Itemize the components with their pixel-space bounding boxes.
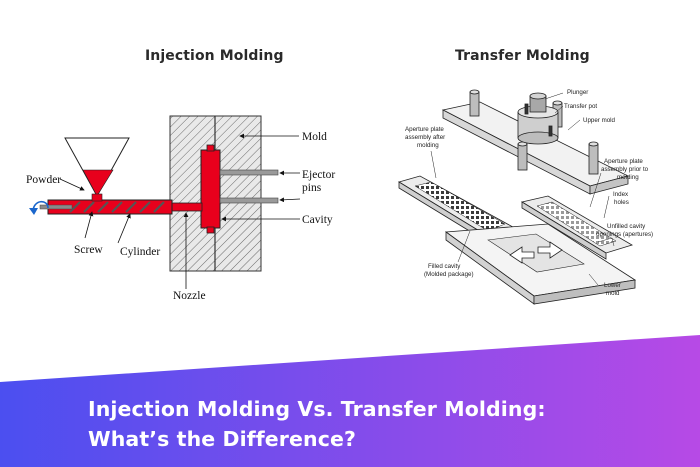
aperture-prior-label-1: Aperture plate [604,158,643,165]
aperture-prior-label-3: molding [617,174,639,181]
cylinder-label: Cylinder [120,246,160,258]
filled-cavity-label-2: (Molded package) [424,271,474,278]
screw-shaft [39,204,73,210]
screw-label: Screw [74,244,103,256]
screw [69,201,165,213]
mold-label: Mold [302,131,327,143]
powder-label: Powder [26,174,61,186]
injection-molding-diagram: Powder Screw Cylinder Nozzle Mold Ejecto… [26,115,335,302]
transfer-molding-diagram: Plunger Transfer pot Upper mold Aperture… [398,89,653,305]
filled-cavity-label-1: Filled cavity [428,263,461,270]
lower-mold-label-2: mold [606,290,620,297]
unfilled-label-1: Unfilled cavity [607,223,646,230]
page-title-line2: What’s the Difference? [88,427,356,451]
plunger-label: Plunger [567,89,588,96]
page-title-line1: Injection Molding Vs. Transfer Molding: [88,397,546,421]
nozzle-label: Nozzle [173,290,206,302]
title-banner [0,335,700,467]
ejector-pin [219,169,279,176]
injection-molding-heading: Injection Molding [145,48,284,64]
aperture-after-label-1: Aperture plate [405,126,444,133]
ejector-label-line1: Ejector [302,169,335,181]
cavity-shape [200,149,221,229]
index-holes-label-1: Index [613,191,629,198]
unfilled-label-2: openings (apertures) [596,231,653,238]
left-arrow-icon [509,246,535,264]
hopper [64,137,130,198]
ejector-pin [219,197,279,204]
aperture-prior-label-2: assembly prior to [601,166,649,173]
powder-fill [82,169,114,197]
ejector-label-line2: pins [302,182,322,194]
transfer-molding-heading: Transfer Molding [455,48,590,64]
cavity-label: Cavity [302,214,333,226]
aperture-after-label-2: assembly after [405,134,445,141]
lower-mold-label-1: Lower [604,282,621,289]
index-holes-label-2: holes [614,199,629,206]
transfer-pot-label: Transfer pot [564,103,597,110]
upper-mold-label: Upper mold [583,117,616,124]
right-arrow-icon [537,241,563,259]
nozzle-channel [169,202,203,212]
aperture-after-label-3: molding [417,142,439,149]
